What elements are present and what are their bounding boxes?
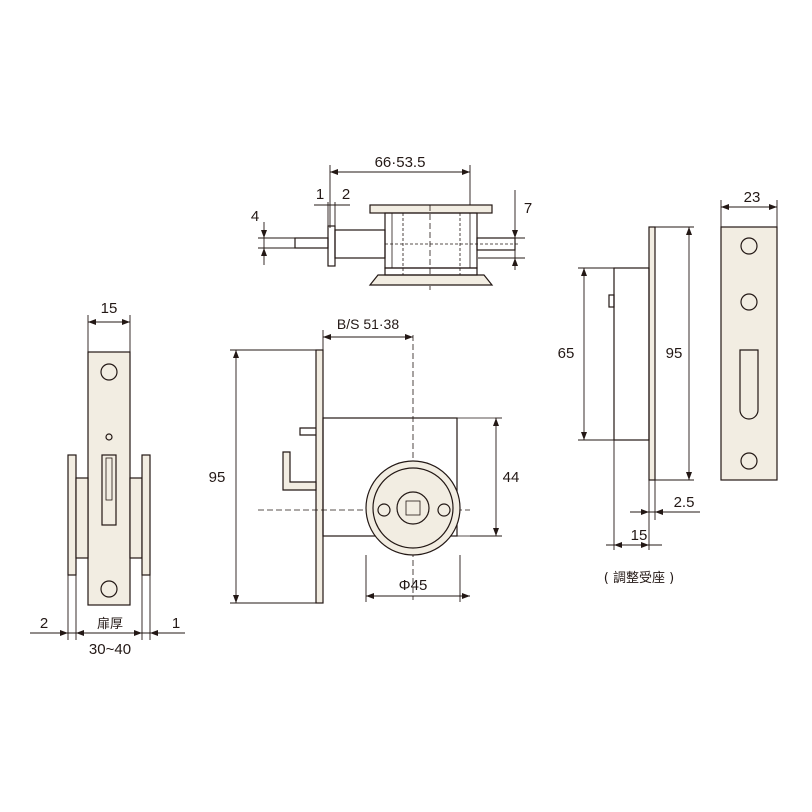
side-view: 15 2 1 扉厚 30~40 xyxy=(30,300,185,658)
door-thickness-label: 扉厚 xyxy=(97,616,123,632)
body-height-label: 44 xyxy=(503,469,520,486)
side-width-label: 15 xyxy=(101,300,118,317)
rose-diameter-label: Φ45 xyxy=(399,577,428,594)
strike-height-65-label: 65 xyxy=(558,345,575,362)
top-view-latch-housing xyxy=(334,229,386,259)
strike-15-label: 15 xyxy=(631,527,648,544)
strike-2-5-label: 2.5 xyxy=(674,494,695,511)
strike-front-plate xyxy=(720,226,778,481)
top-7-label: 7 xyxy=(524,200,532,217)
front-view-latch-hook xyxy=(282,451,317,491)
front-view-faceplate xyxy=(315,349,324,604)
strike-height-95-label: 95 xyxy=(666,345,683,362)
top-view-latch-bolt xyxy=(294,237,329,249)
side-view-faceplate xyxy=(87,351,131,606)
side-view-latch-slot xyxy=(101,454,117,526)
side-2-label: 2 xyxy=(40,615,48,632)
door-thickness-range: 30~40 xyxy=(89,641,131,658)
top-2-label: 2 xyxy=(342,186,350,203)
front-view-rose-outer xyxy=(365,460,461,556)
front-view: B/S 51·38 95 44 Φ45 xyxy=(209,316,520,604)
front-view-screw-left xyxy=(377,503,391,517)
side-view-screw-bottom xyxy=(100,580,118,598)
backset-label: B/S 51·38 xyxy=(337,316,399,332)
strike-side-box xyxy=(613,267,650,441)
strike-side-plate xyxy=(648,226,656,481)
top-1-label: 1 xyxy=(316,186,324,203)
strike-latch-opening xyxy=(739,349,759,420)
front-view-spindle xyxy=(396,491,430,525)
front-height-label: 95 xyxy=(209,469,226,486)
top-4-label: 4 xyxy=(251,208,259,225)
top-view-body xyxy=(384,212,478,269)
strike-side-view: 65 95 2.5 15 ( 調整受座 ) xyxy=(558,226,700,586)
top-view-faceplate xyxy=(369,204,493,214)
strike-screw-top xyxy=(740,237,758,255)
top-view-rose xyxy=(368,274,494,286)
side-1-label: 1 xyxy=(172,615,180,632)
strike-front-view: 23 xyxy=(720,189,778,481)
strike-screw-middle xyxy=(740,293,758,311)
side-view-screw-top xyxy=(100,363,118,381)
strike-screw-bottom xyxy=(740,452,758,470)
strike-caption: ( 調整受座 ) xyxy=(604,571,674,586)
top-width-label: 66·53.5 xyxy=(375,154,426,171)
strike-width-label: 23 xyxy=(744,189,761,206)
front-view-screw-right xyxy=(437,503,451,517)
top-view: 66·53.5 1 2 4 7 xyxy=(251,154,532,290)
